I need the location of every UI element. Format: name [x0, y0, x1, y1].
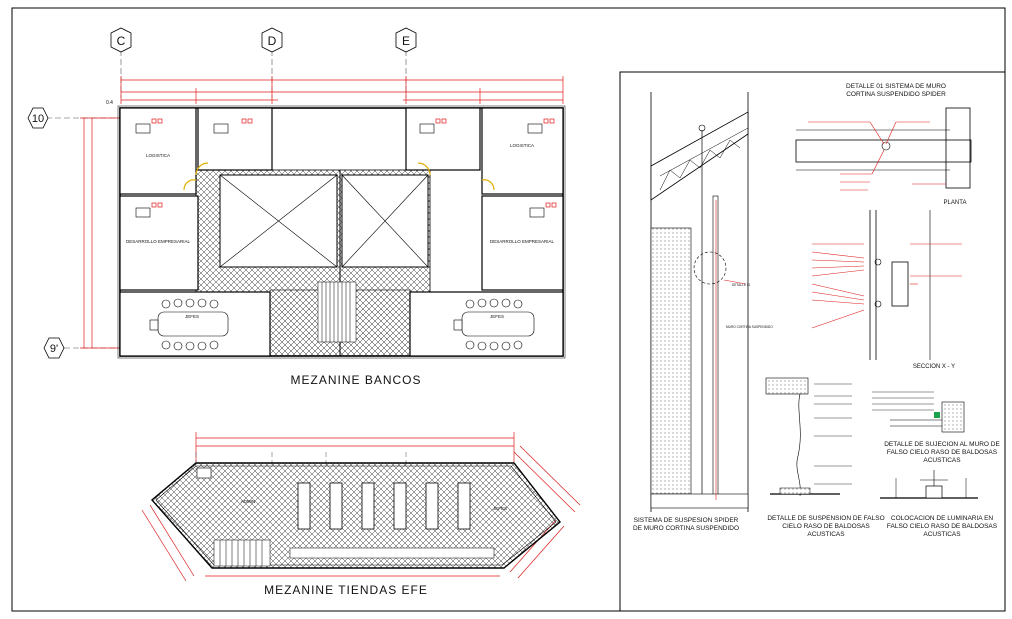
grid-label-e: E — [402, 34, 410, 48]
title-detail-01-1: DETALLE 01 SISTEMA DE MURO — [846, 83, 946, 90]
title-planta: PLANTA — [944, 200, 967, 206]
grid-label-10: 10 — [32, 113, 44, 125]
label-muro-cortina: MURO CORTINA SUSPENDIDO — [726, 325, 773, 329]
grid-bubble-d: D — [261, 27, 283, 53]
detail-wall-fixing — [890, 401, 965, 433]
room-label-admin-store: ADMIN — [241, 499, 256, 504]
grid-bubble-c: C — [110, 27, 132, 53]
dimension-lines-left — [80, 117, 120, 349]
title-ceiling-suspension-2: CIELO RASO DE BALDOSAS — [782, 523, 870, 530]
detail-panel: DETALLE 01 MURO CORTINA SUSPENDIDO SISTE… — [619, 71, 1006, 612]
title-mezzanine-banks: MEZANINE BANCOS — [290, 373, 421, 387]
grid-label-9: 9' — [50, 343, 58, 355]
furniture-desks — [135, 118, 557, 218]
detail-luminaire — [880, 470, 978, 499]
plan-mezzanine-stores: ADMIN JEFES MEZANINE TIENDAS EFE — [141, 432, 581, 597]
grid-label-c: C — [117, 34, 126, 48]
room-label-logistica-left: LOGISTICA — [146, 153, 170, 158]
title-luminaire-1: COLOCACION DE LUMINARIA EN — [891, 515, 994, 522]
void-right — [341, 174, 429, 268]
room-label-jefes-right: JEFES — [490, 314, 504, 319]
meeting-table-left — [149, 298, 229, 351]
title-wall-fix-3: ACUSTICAS — [923, 457, 961, 464]
grid-bubble-10: 10 — [27, 107, 120, 129]
grid-bubble-e: E — [395, 27, 417, 53]
void-left — [219, 174, 338, 268]
title-ceiling-suspension-3: ACUSTICAS — [807, 531, 845, 538]
title-suspension-system-2: DE MURO CORTINA SUSPENDIDO — [633, 525, 739, 532]
title-luminaire-3: ACUSTICAS — [923, 531, 961, 538]
title-wall-fix-2: FALSO CIELO RASO DE BALDOSAS — [887, 449, 998, 456]
stair — [317, 281, 357, 343]
dimension-small-label: 0.4 — [106, 100, 113, 106]
title-luminaire-2: FALSO CIELO RASO DE BALDOSAS — [887, 523, 998, 530]
store-voids — [297, 482, 471, 530]
dimension-lines-top — [120, 76, 564, 104]
detail-seccion-xy — [869, 210, 931, 360]
label-detalle-01: DETALLE 01 — [732, 283, 751, 287]
title-wall-fix-1: DETALLE DE SUJECION AL MURO DE — [884, 441, 1000, 448]
detail-ceiling-suspension — [765, 377, 840, 497]
detail-planta — [795, 107, 972, 189]
meeting-table-right — [453, 298, 535, 351]
title-ceiling-suspension-1: DETALLE DE SUSPENSION DE FALSO — [767, 515, 884, 522]
title-suspension-system-1: SISTEMA DE SUSPESION SPIDER — [634, 517, 739, 524]
curtain-wall-section — [650, 92, 749, 512]
grid-label-d: D — [268, 34, 277, 48]
office-block-right — [405, 107, 564, 357]
room-label-desarrollo-right: DESARROLLO EMPRESARIAL — [490, 239, 555, 244]
title-mezzanine-stores: MEZANINE TIENDAS EFE — [264, 583, 428, 597]
title-detail-01-2: CORTINA SUSPENDIDO SPIDER — [846, 91, 946, 98]
room-label-desarrollo-left: DESARROLLO EMPRESARIAL — [126, 239, 191, 244]
plan-mezzanine-banks: C D E 10 9' — [27, 27, 566, 387]
room-label-logistica-right: LOGISTICA — [510, 143, 534, 148]
title-seccion: SECCION X - Y — [913, 364, 955, 370]
room-label-jefes-left: JEFES — [185, 314, 199, 319]
room-label-store-right: JEFES — [493, 506, 507, 511]
